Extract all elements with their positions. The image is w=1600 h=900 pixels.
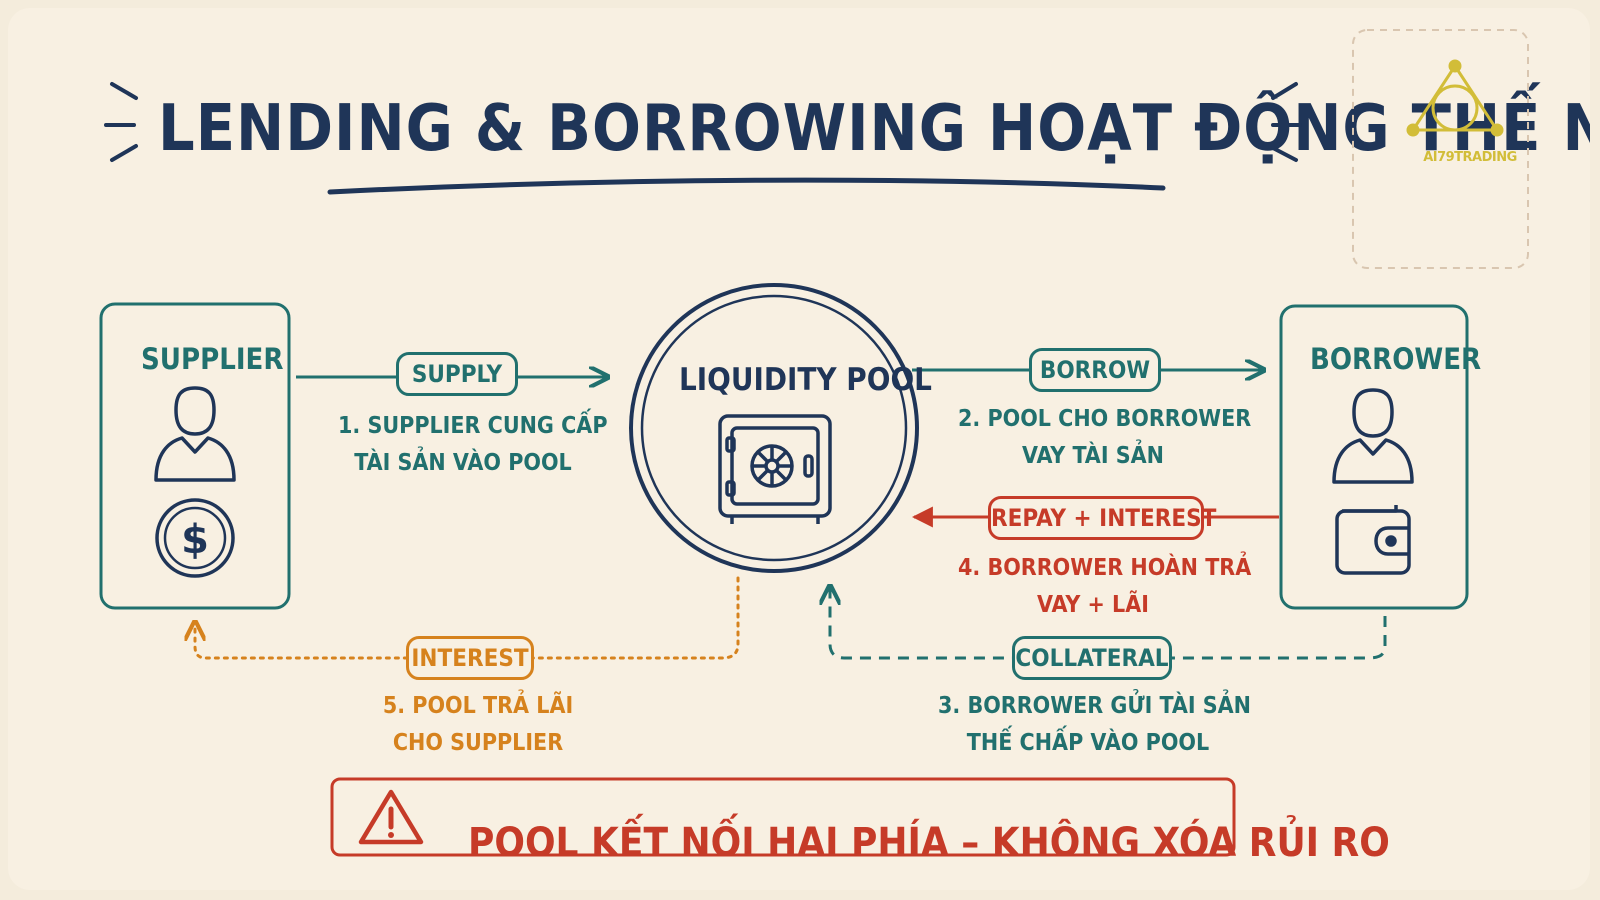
collateral-caption-line1: 3. BORROWER GỬI TÀI SẢN (938, 693, 1252, 719)
borrow-caption-line2: VAY TÀI SẢN (1022, 443, 1164, 469)
borrow-caption-line1: 2. POOL CHO BORROWER (958, 406, 1252, 432)
warning-icon (358, 789, 424, 845)
borrow-caption: 2. POOL CHO BORROWER VAY TÀI SẢN (958, 401, 1252, 475)
interest-caption-line1: 5. POOL TRẢ LÃI (382, 693, 574, 719)
interest-caption-line2: CHO SUPPLIER (392, 730, 564, 756)
collateral-tag: COLLATERAL (1012, 636, 1172, 680)
interest-arrow (195, 576, 740, 660)
diagram-canvas: $ (99, 29, 1529, 857)
interest-tag: INTEREST (406, 636, 534, 680)
supply-caption: 1. SUPPLIER CUNG CẤP TÀI SẢN VÀO POOL (338, 408, 608, 482)
supply-caption-line1: 1. SUPPLIER CUNG CẤP (338, 413, 608, 439)
collateral-caption: 3. BORROWER GỬI TÀI SẢN THẾ CHẤP VÀO POO… (938, 688, 1252, 762)
warning-text: POOL KẾT NỐI HAI PHÍA – KHÔNG XÓA RỦI RO (468, 820, 1390, 866)
repay-interest-tag: REPAY + INTEREST (988, 496, 1216, 540)
safe-icon (718, 414, 832, 524)
brand-box (1352, 29, 1529, 269)
pool-label: LIQUIDITY POOL (679, 362, 932, 398)
supplier-card (99, 302, 291, 610)
supplier-person-icon (154, 386, 236, 482)
liquidity-pool-circle (629, 283, 919, 573)
collateral-caption-line2: THẾ CHẤP VÀO POOL (966, 730, 1210, 756)
svg-text:$: $ (181, 517, 209, 563)
repay-caption-line1: 4. BORROWER HOÀN TRẢ (958, 555, 1252, 581)
brand-name: AI79TRADING (1423, 150, 1517, 165)
borrower-label: BORROWER (1310, 342, 1482, 376)
brand-logo-icon (1406, 59, 1504, 137)
title-underline (327, 177, 1166, 195)
borrower-card (1279, 304, 1469, 610)
supply-tag: SUPPLY (396, 352, 518, 396)
wallet-icon (1335, 505, 1411, 575)
repay-caption: 4. BORROWER HOÀN TRẢ VAY + LÃI (958, 550, 1252, 624)
dollar-coin-icon: $ (155, 498, 235, 578)
supplier-label: SUPPLIER (141, 342, 284, 376)
collateral-arrow (830, 586, 1387, 660)
borrower-person-icon (1332, 388, 1414, 484)
interest-caption: 5. POOL TRẢ LÃI CHO SUPPLIER (368, 688, 588, 762)
supply-caption-line2: TÀI SẢN VÀO POOL (354, 450, 572, 476)
warning-box (330, 777, 1236, 857)
repay-caption-line2: VAY + LÃI (1037, 592, 1149, 618)
title-decoration (104, 82, 1302, 162)
borrow-tag: BORROW (1029, 348, 1161, 392)
page-frame: LENDING & BORROWING HOẠT ĐỘNG THẾ NÀO? (8, 8, 1590, 890)
